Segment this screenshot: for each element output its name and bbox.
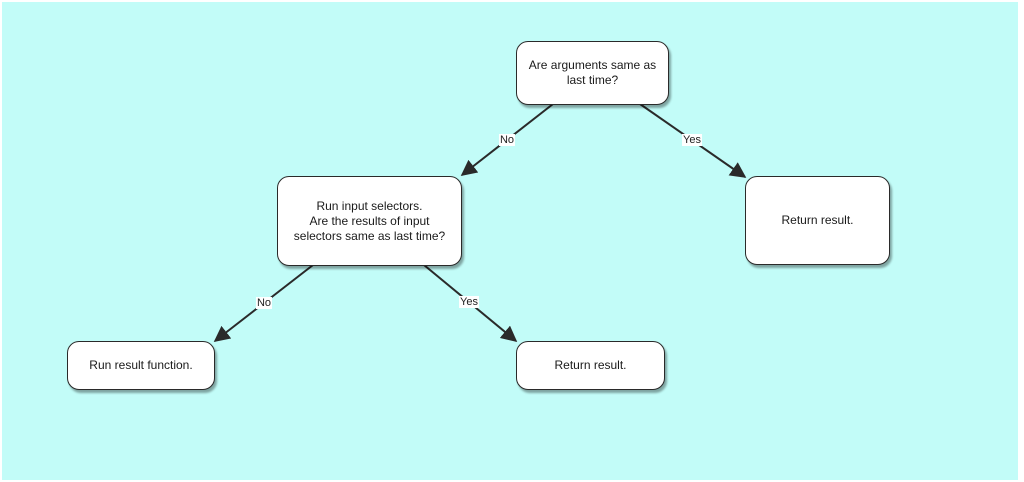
decision-node-arguments-label: Are arguments same as last time? bbox=[528, 58, 657, 87]
edge-label-inputs-yes: Yes bbox=[459, 296, 479, 308]
edge-label-root-yes: Yes bbox=[682, 134, 702, 146]
edge-label-inputs-no: No bbox=[255, 297, 273, 309]
decision-node-input-selectors-label: Run input selectors. Are the results of … bbox=[293, 198, 446, 243]
result-node-run-function-label: Run result function. bbox=[89, 358, 193, 372]
result-node-return-bottom: Return result. bbox=[516, 341, 665, 390]
result-node-run-function: Run result function. bbox=[67, 341, 215, 390]
edge-label-root-no: No bbox=[498, 134, 516, 146]
decision-node-input-selectors: Run input selectors. Are the results of … bbox=[277, 176, 462, 266]
result-node-return-top-label: Return result. bbox=[781, 213, 854, 227]
decision-node-arguments: Are arguments same as last time? bbox=[516, 41, 669, 105]
result-node-return-top: Return result. bbox=[745, 176, 890, 265]
result-node-return-bottom-label: Return result. bbox=[554, 358, 627, 372]
